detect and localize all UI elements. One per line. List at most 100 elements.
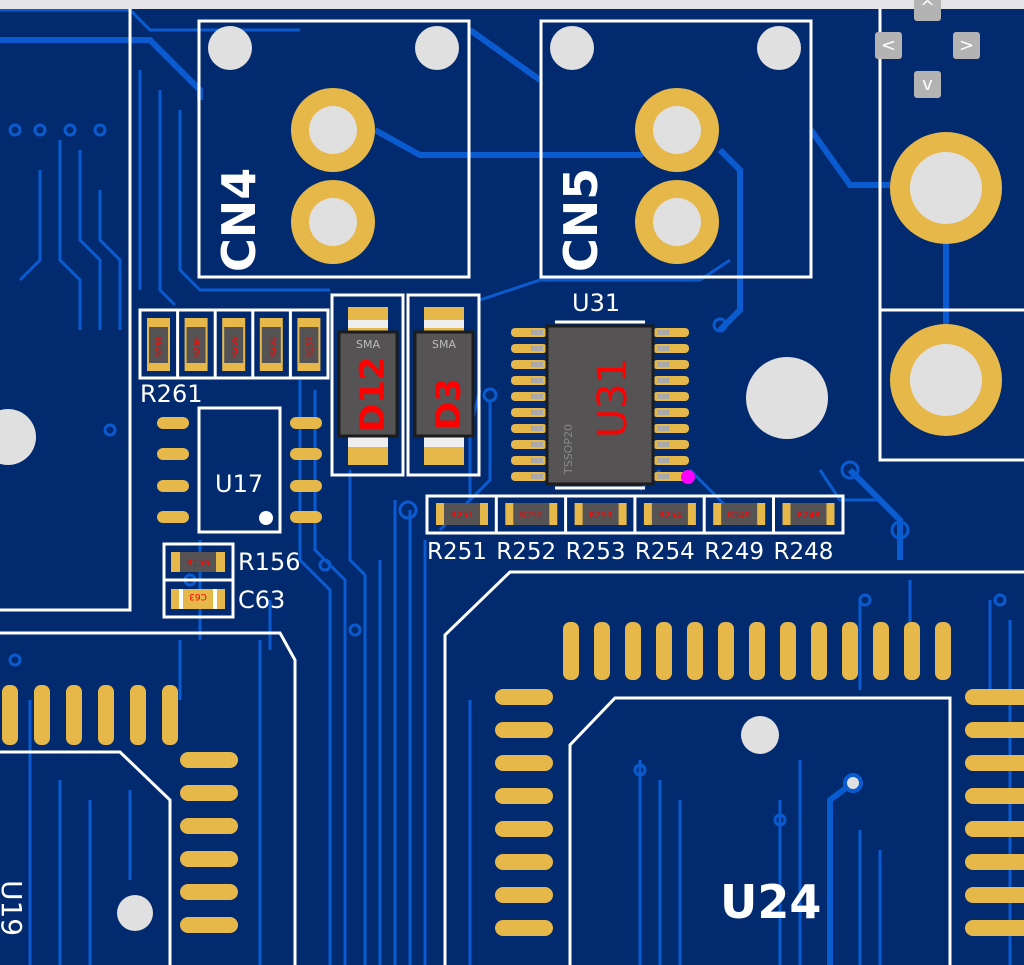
ic-pad [594,622,610,680]
ic-pad [495,920,553,936]
array-resistor-fab-label: R261 [155,336,164,357]
chevron-up-icon: ^ [919,0,936,18]
nav-down-button[interactable]: v [914,71,941,98]
row-resistor-label: R249 [704,539,764,565]
d12-package: SMA [356,338,380,351]
ic-pad [965,920,1024,936]
array-resistor-fab-label: R259 [230,336,239,357]
ic-pad [157,417,189,429]
ic-pad [780,622,796,680]
chevron-down-icon: v [922,74,933,95]
chevron-right-icon: > [958,35,975,56]
ic-pad [180,752,238,768]
ic-pad [965,788,1024,804]
u31-package: TSSOP20 [562,424,575,475]
d12-fab-label: D12 [353,356,393,432]
ic-pad [749,622,765,680]
ic-pad [2,685,18,745]
connector-right[interactable] [878,9,1024,462]
row-resistor-fab-label: R253 [589,511,612,521]
diode-d12[interactable]: SMA D12 [330,293,405,477]
d3-package: SMA [432,338,456,351]
ic-pad [965,821,1024,837]
array-resistor-fab-label: R257 [305,336,314,357]
c63-label: C63 [238,586,285,614]
ic-pad [873,622,889,680]
resistor-row[interactable]: R251R251R252R252R253R253R254R254R249R249… [425,494,845,565]
ic-pad [290,511,322,523]
pin1-marker [681,470,695,484]
ic-pad [157,448,189,460]
cn5-label: CN5 [554,168,608,272]
ic-pad [495,887,553,903]
c63-fab-label: C63 [189,591,207,601]
connector-cn5[interactable]: CN5 [539,19,813,279]
array-resistor-fab-label: R255 [268,336,277,357]
ic-pad [495,788,553,804]
ic-pad [904,622,920,680]
row-resistor-fab-label: R252 [520,511,543,521]
ic-pad [66,685,82,745]
u31-ref-label: U31 [572,289,620,317]
array-resistor[interactable]: R260 [176,310,208,378]
nav-left-button[interactable]: < [875,32,902,59]
ic-u31[interactable]: U31 U31 TSSOP20 [511,289,695,490]
ic-pad [965,689,1024,705]
ic-pad [34,685,50,745]
viewer-top-bar [0,0,1024,9]
ic-pad [687,622,703,680]
ic-pad [180,917,238,933]
mounting-hole [0,409,36,465]
resistor-r156[interactable]: R156 R156 [162,542,300,582]
u24-label: U24 [720,875,821,929]
r261-label: R261 [140,380,202,408]
ic-u17[interactable]: U17 [157,406,322,534]
row-resistor-fab-label: R254 [658,511,682,521]
row-resistor-label: R253 [566,539,626,565]
row-resistor-label: R254 [635,539,695,565]
ic-pad [180,851,238,867]
diode-d3[interactable]: SMA D3 [406,293,481,477]
row-resistor-label: R251 [427,539,487,565]
ic-pad [495,689,553,705]
connector-cn4[interactable]: CN4 [197,19,471,279]
ic-u24[interactable]: U24 [443,570,1024,965]
board-outline-left [0,9,132,612]
row-resistor-label: R248 [774,539,834,565]
ic-pad [495,821,553,837]
array-resistor[interactable]: R259 [213,310,246,378]
ic-pad [965,755,1024,771]
vias [8,123,1007,827]
ic-pad [563,622,579,680]
row-resistor-fab-label: R249 [727,511,751,521]
ic-pad [656,622,672,680]
ic-pad [157,511,189,523]
nav-up-button[interactable]: ^ [914,0,941,21]
ic-pad [180,818,238,834]
array-resistor[interactable]: R257 [288,310,321,378]
ic-pad [290,480,322,492]
ic-pad [495,722,553,738]
ic-pad [130,685,146,745]
row-resistor-label: R252 [496,539,556,565]
array-resistor[interactable]: R261 [147,318,170,371]
cn4-label: CN4 [212,168,266,272]
array-resistor[interactable]: R255 [251,310,283,378]
ic-u19[interactable]: U19 [0,631,297,965]
ic-pad [842,622,858,680]
u31-fab-label: U31 [590,358,636,438]
ic-pad [965,887,1024,903]
ic-pad [290,417,322,429]
capacitor-c63[interactable]: C63 C63 [162,578,285,619]
nav-right-button[interactable]: > [953,32,980,59]
ic-pad [495,854,553,870]
